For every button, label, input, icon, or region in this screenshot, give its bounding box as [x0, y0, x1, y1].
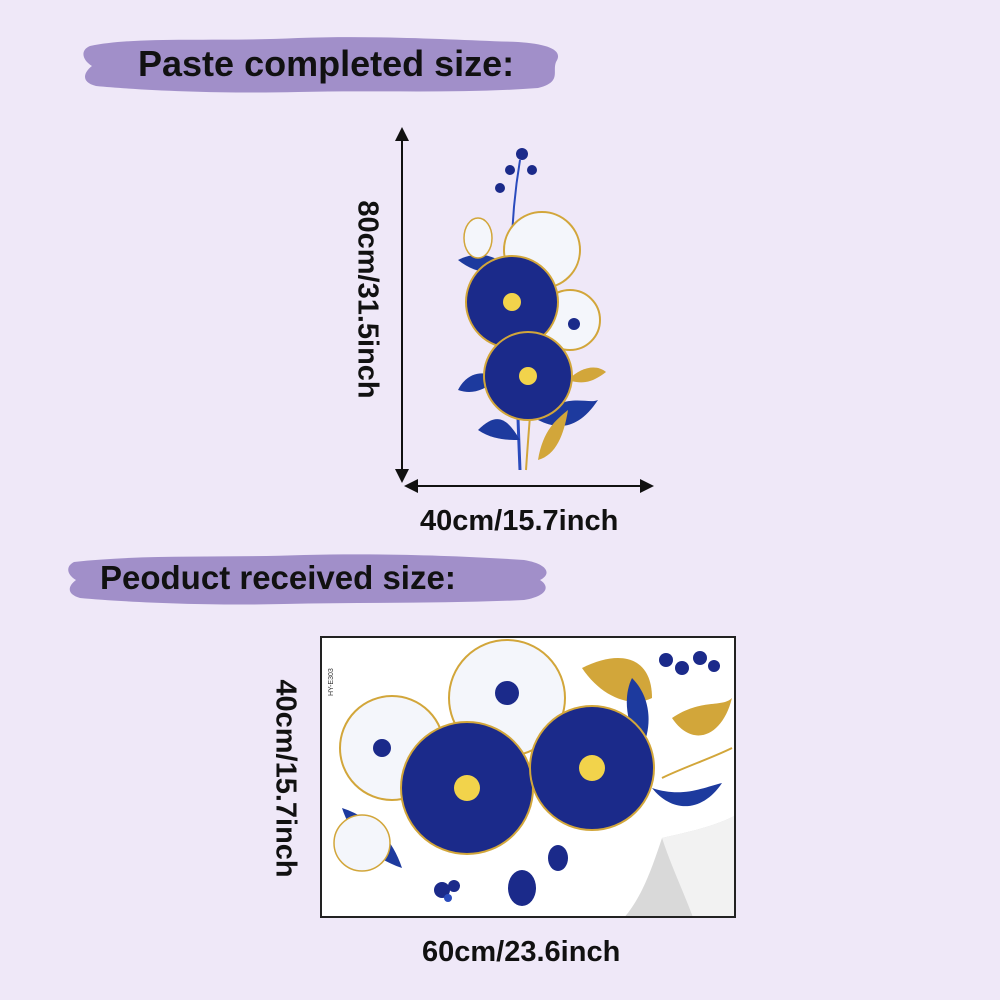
received-height-label: 40cm/15.7inch — [269, 679, 302, 878]
heading-text: Peoduct received size: — [100, 559, 456, 596]
sticker-sheet: HY-E303 — [320, 636, 736, 918]
heading-product-received: Peoduct received size: — [64, 550, 554, 606]
heading-paste-completed: Paste completed size: — [78, 32, 568, 96]
flower-bouquet-illustration — [458, 148, 606, 471]
completed-width-label: 40cm/15.7inch — [420, 505, 619, 537]
sheet-code: HY-E303 — [328, 668, 335, 696]
brush-stroke-banner — [68, 554, 547, 605]
received-width-label: 60cm/23.6inch — [422, 936, 621, 968]
width-arrow — [404, 479, 654, 493]
heading-text: Paste completed size: — [138, 43, 515, 84]
sticker-flowers-illustration — [333, 639, 734, 916]
brush-stroke-banner — [83, 37, 559, 93]
height-arrow — [395, 127, 409, 483]
completed-height-label: 80cm/31.5inch — [351, 200, 384, 399]
